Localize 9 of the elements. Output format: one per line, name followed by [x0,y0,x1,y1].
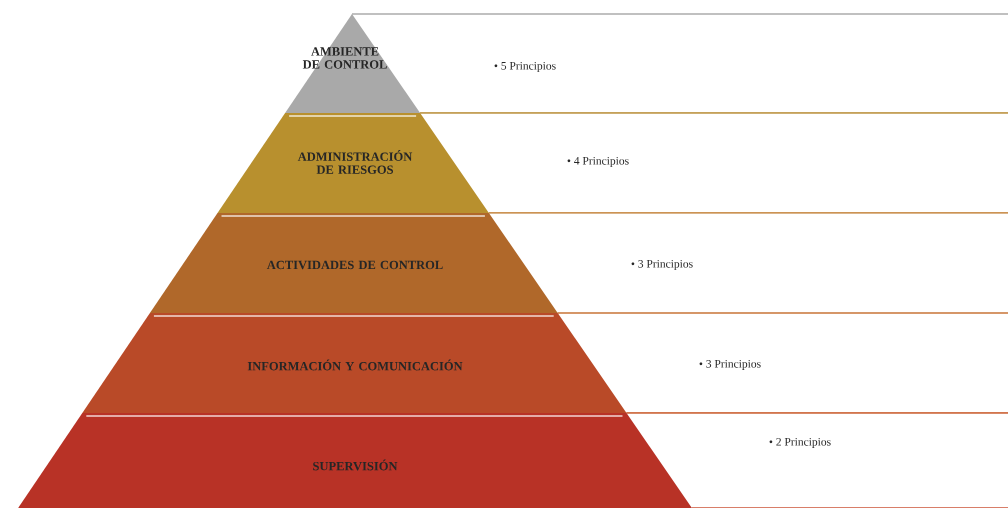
principles-box: • 3 Principios [488,212,1008,314]
pyramid-tier: INFORMACIÓN Y COMUNICACIÓN [82,313,627,413]
pyramid-tier: ADMINISTRACIÓN DE RIESGOS [217,113,489,213]
principles-box: • 3 Principios [556,312,1008,414]
principles-box: • 2 Principios [625,412,1008,508]
node-label: • 3 Principios [631,259,693,271]
pyramid-tier: SUPERVISIÓN [18,413,692,508]
pyramid-tier: ACTIVIDADES DE CONTROL [149,213,558,313]
principles-box: • 4 Principios [419,112,1008,214]
